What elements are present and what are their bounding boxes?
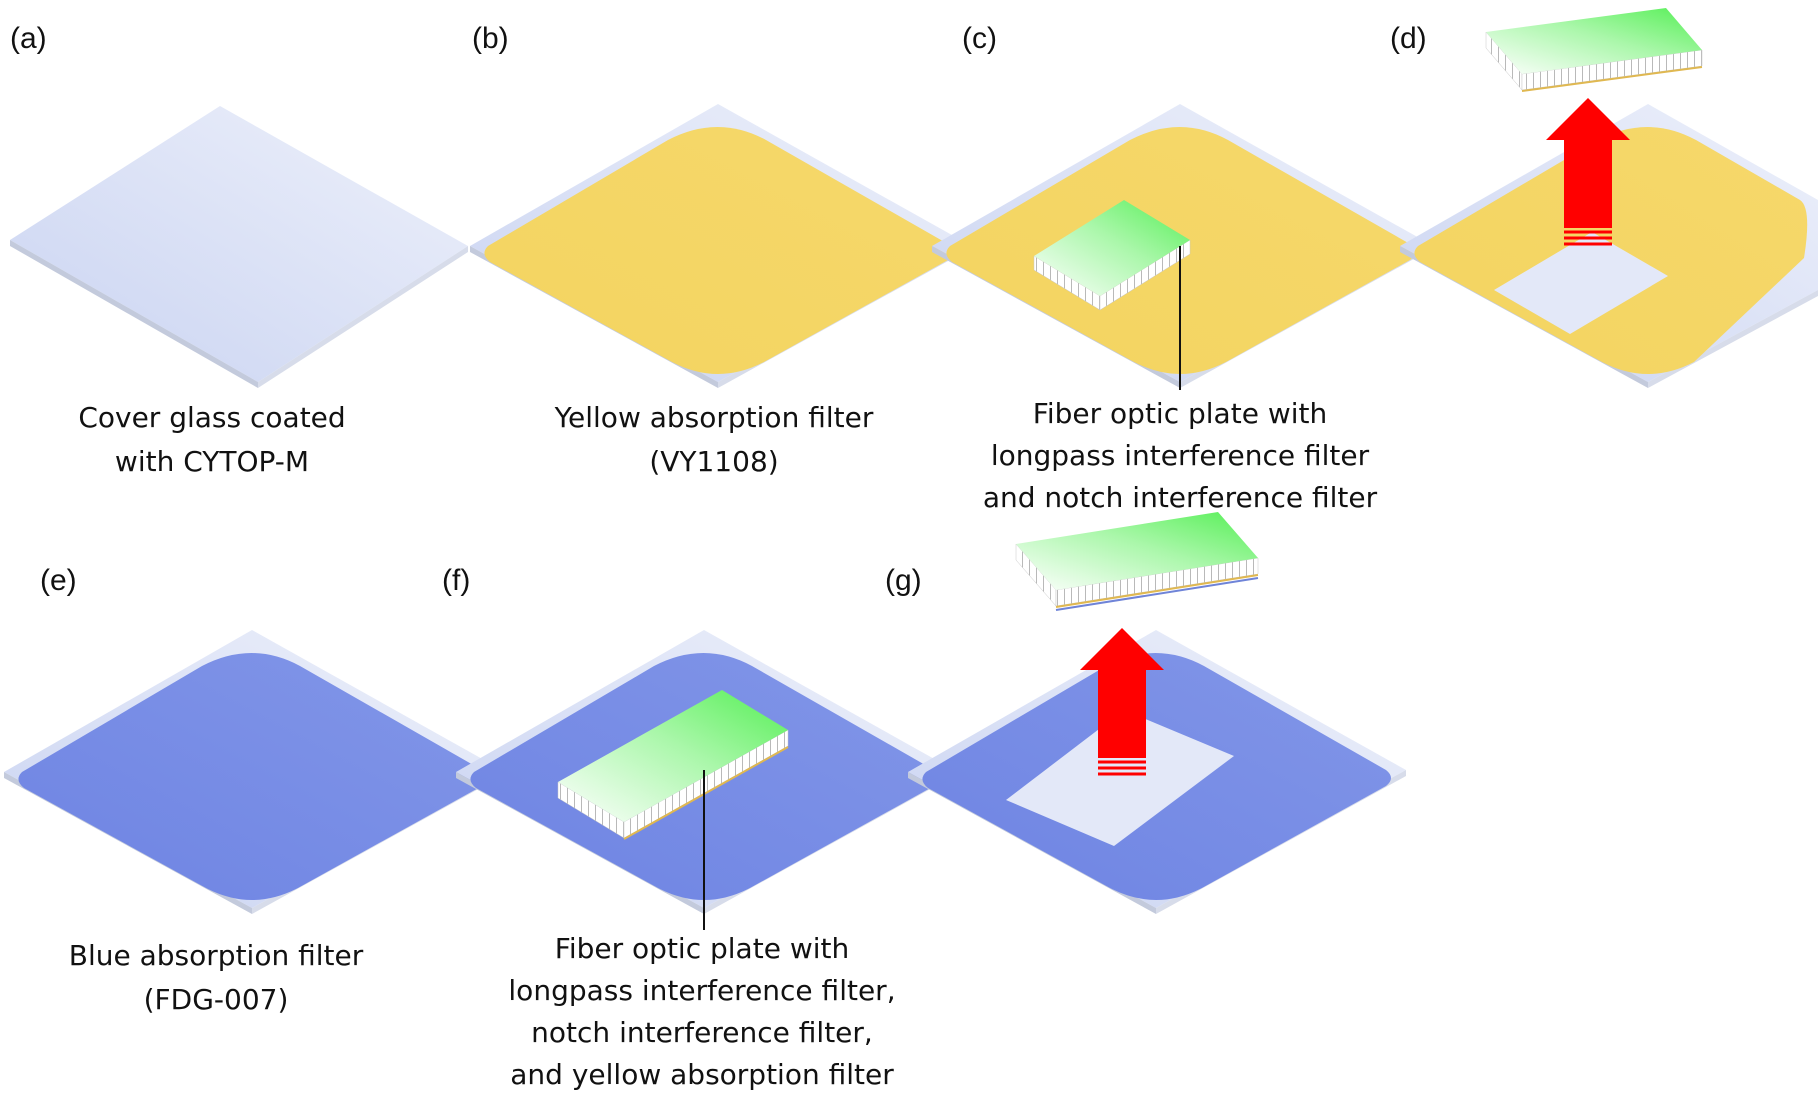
yellow-absorption-filter <box>484 127 953 374</box>
panel-e-glass-with-blue-filter <box>4 630 502 914</box>
caption-e-line-1: Blue absorption filter <box>69 939 364 972</box>
lifted-fiber-optic-plate <box>1015 512 1259 611</box>
caption-e: Blue absorption filter (FDG-007) <box>69 939 364 1016</box>
panel-letter-e: (e) <box>40 564 77 597</box>
panel-letter-d: (d) <box>1390 22 1427 55</box>
lift-arrow <box>1080 628 1164 776</box>
panel-letter-c: (c) <box>962 22 997 55</box>
caption-f-line-3: notch interference filter, <box>531 1016 873 1049</box>
fiber-optic-plate <box>1033 200 1191 311</box>
caption-c-line-1: Fiber optic plate with <box>1033 397 1327 430</box>
panel-letter-b: (b) <box>472 22 509 55</box>
caption-f-line-4: and yellow absorption filter <box>510 1058 894 1091</box>
panel-letter-a: (a) <box>10 22 47 55</box>
caption-f: Fiber optic plate with longpass interfer… <box>508 932 895 1091</box>
lift-arrow <box>1546 98 1630 246</box>
caption-a-line-1: Cover glass coated <box>78 401 345 434</box>
caption-b-line-2: (VY1108) <box>649 445 778 478</box>
blue-absorption-filter <box>18 653 487 900</box>
panel-f-assembly <box>456 630 954 930</box>
panel-letter-f: (f) <box>442 564 470 597</box>
filter-window <box>1006 710 1234 846</box>
caption-b-line-1: Yellow absorption filter <box>554 401 874 434</box>
filter-window <box>1494 232 1668 334</box>
panel-d-assembly <box>1400 8 1818 388</box>
caption-c-line-3: and notch interference filter <box>983 481 1378 514</box>
caption-a-line-2: with CYTOP-M <box>115 445 309 478</box>
caption-f-line-1: Fiber optic plate with <box>555 932 849 965</box>
panel-g-assembly <box>908 512 1406 914</box>
caption-c: Fiber optic plate with longpass interfer… <box>983 397 1378 514</box>
lifted-fiber-optic-plate <box>1485 8 1703 92</box>
caption-c-line-2: longpass interference filter <box>991 439 1370 472</box>
panel-c-assembly <box>932 104 1430 390</box>
caption-b: Yellow absorption filter (VY1108) <box>554 401 874 478</box>
caption-e-line-2: (FDG-007) <box>144 983 289 1016</box>
caption-f-line-2: longpass interference filter, <box>508 974 895 1007</box>
panel-b-glass-with-yellow-filter <box>470 104 968 388</box>
panel-letter-g: (g) <box>885 564 922 597</box>
caption-a: Cover glass coated with CYTOP-M <box>78 401 345 478</box>
fiber-optic-plate <box>557 690 789 840</box>
panel-a-cover-glass <box>10 106 468 388</box>
